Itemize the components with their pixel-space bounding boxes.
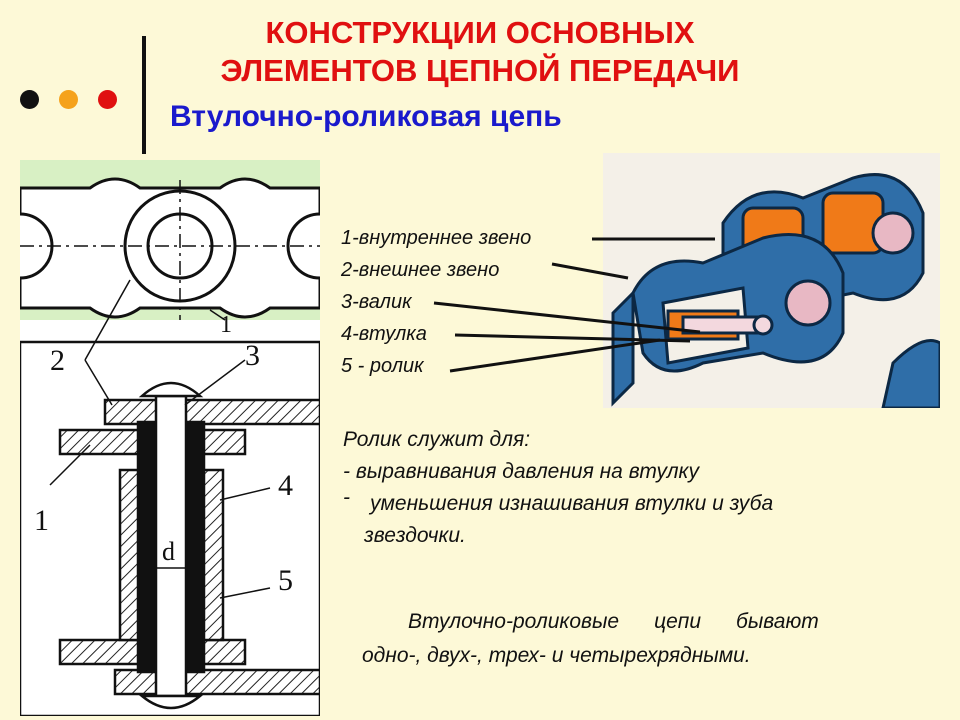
callout-4: 4 <box>278 469 293 502</box>
chain-cross-section-drawing: 2 3 1 4 5 1 d <box>20 160 320 716</box>
roller-purpose-bullet2-line2: звездочки. <box>364 524 466 547</box>
subtitle: Втулочно-роликовая цепь <box>170 100 562 133</box>
roller-purpose-heading: Ролик служит для: <box>343 428 531 451</box>
legend-item-pin: 3-валик <box>341 291 412 313</box>
orange-dot-icon <box>59 90 78 109</box>
callout-1-lower: 1 <box>34 504 49 537</box>
legend-item-inner-link: 1-внутреннее звено <box>341 227 532 249</box>
red-dot-icon <box>98 90 117 109</box>
header-divider <box>142 36 146 154</box>
roller-chain-cutaway-image <box>603 153 940 408</box>
callout-1-upper: 1 <box>220 312 232 338</box>
title-line1: КОНСТРУКЦИИ ОСНОВНЫХ <box>265 15 695 50</box>
chain-top-view <box>20 177 320 320</box>
title: КОНСТРУКЦИИ ОСНОВНЫХ ЭЛЕМЕНТОВ ЦЕПНОЙ ПЕ… <box>130 14 830 90</box>
dim-label-d: d <box>162 537 175 566</box>
note-line2: одно-, двух-, трех- и четырехрядными. <box>362 644 751 667</box>
legend-item-roller: 5 - ролик <box>341 355 424 377</box>
bullet-marker: - <box>343 486 350 509</box>
legend-item-bushing: 4-втулка <box>341 323 427 345</box>
legend: 1-внутреннее звено 2-внешнее звено 3-вал… <box>341 222 531 382</box>
roller-purpose-bullet2-line1: уменьшения изнашивания втулки и зуба <box>370 492 774 515</box>
callout-5: 5 <box>278 564 293 597</box>
note-line1: Втулочно-роликовые цепи бывают <box>408 610 819 633</box>
callout-3: 3 <box>245 339 260 372</box>
roller-purpose-bullet1: - выравнивания давления на втулку <box>343 460 699 483</box>
legend-item-outer-link: 2-внешнее звено <box>341 259 500 281</box>
title-line2: ЭЛЕМЕНТОВ ЦЕПНОЙ ПЕРЕДАЧИ <box>220 53 740 88</box>
chain-section-view <box>20 340 320 716</box>
black-dot-icon <box>20 90 39 109</box>
callout-2: 2 <box>50 344 65 377</box>
